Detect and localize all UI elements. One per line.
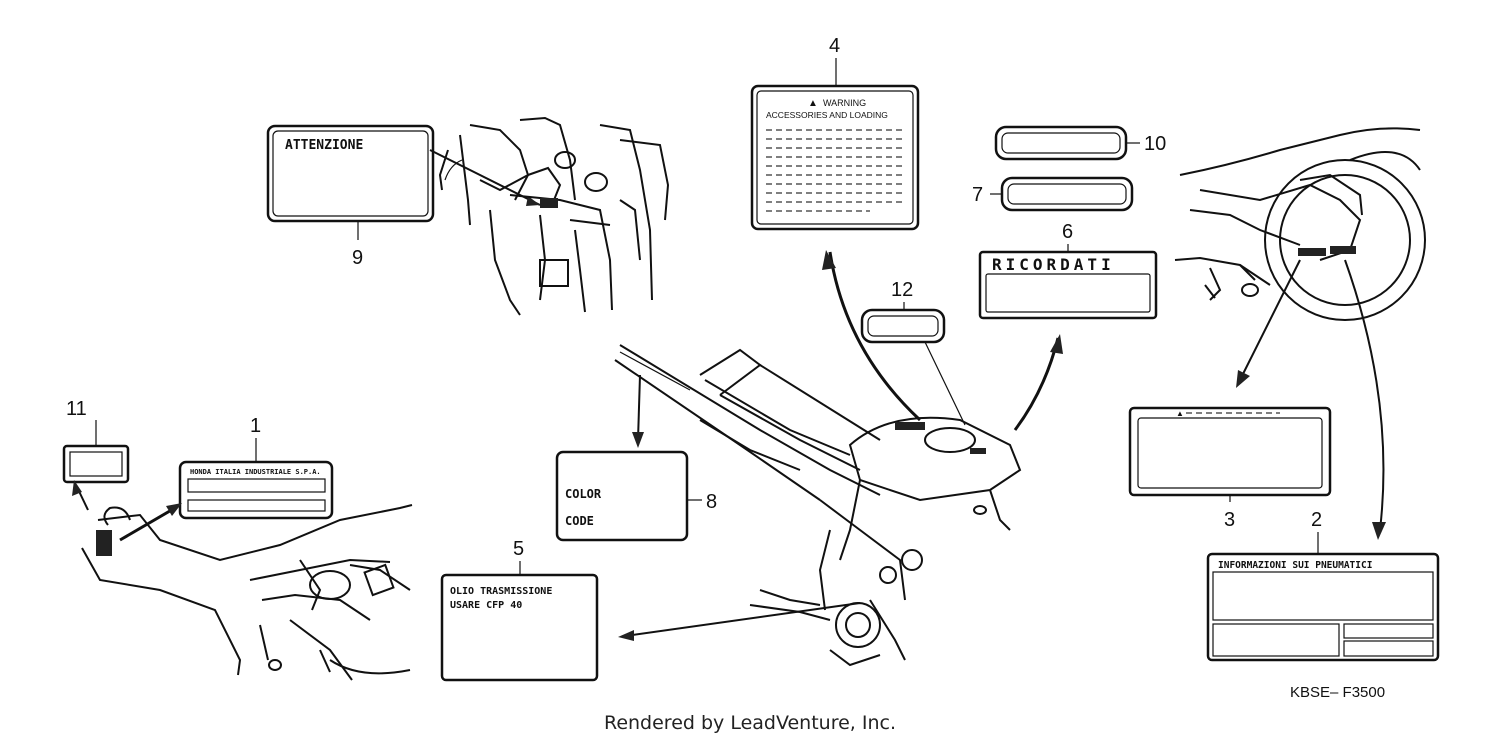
label-9-attenzione[interactable]: ATTENZIONE [266, 124, 435, 223]
attenzione-text: ATTENZIONE [285, 138, 363, 153]
label-4-warning[interactable]: ▲ WARNING ACCESSORIES AND LOADING [750, 84, 920, 231]
rear-frame-drawing [81, 504, 413, 681]
warning-title: WARNING [823, 98, 866, 108]
ricordati-text: RICORDATI [992, 255, 1115, 274]
callout-8: 8 [706, 491, 717, 513]
olio-line-2: USARE CFP 40 [450, 600, 522, 611]
color-text: COLOR [565, 487, 602, 501]
label-7[interactable] [1000, 176, 1134, 212]
pneumatic-text: INFORMAZIONI SUI PNEUMATICI [1218, 560, 1372, 571]
label-1-honda-italia[interactable]: HONDA ITALIA INDUSTRIALE S.P.A. [178, 460, 334, 520]
diagram-reference-code: KBSE– F3500 [1290, 684, 1386, 701]
callout-3: 3 [1224, 509, 1235, 531]
warning-subtitle: ACCESSORIES AND LOADING [766, 110, 888, 120]
handlebar-drawing [438, 116, 670, 316]
main-body-drawing [614, 344, 1022, 667]
label-12[interactable] [860, 308, 946, 344]
rear-wheel-drawing [1174, 127, 1426, 321]
callout-9: 9 [352, 247, 363, 269]
label-5-olio[interactable]: OLIO TRASMISSIONE USARE CFP 40 [440, 573, 599, 682]
label-8-color-code[interactable]: COLOR CODE [555, 450, 689, 542]
callout-5: 5 [513, 538, 524, 560]
label-10[interactable] [994, 125, 1128, 161]
footer-credit: Rendered by LeadVenture, Inc. [603, 712, 897, 734]
label-2-pneumatic[interactable]: INFORMAZIONI SUI PNEUMATICI [1206, 552, 1440, 662]
callout-2: 2 [1311, 509, 1322, 531]
label-3-warning-icon: ▲ [1176, 409, 1184, 418]
callout-1: 1 [250, 415, 261, 437]
label-6-ricordati[interactable]: RICORDATI [978, 250, 1158, 320]
callout-12: 12 [891, 279, 913, 301]
label-3[interactable]: ▲ [1128, 406, 1332, 497]
callout-11: 11 [66, 398, 87, 420]
callout-7: 7 [972, 184, 983, 206]
callout-4: 4 [829, 35, 840, 57]
callout-6: 6 [1062, 221, 1073, 243]
label-11[interactable] [62, 444, 130, 484]
callout-10: 10 [1144, 133, 1166, 155]
warning-triangle-icon: ▲ [808, 98, 818, 109]
olio-line-1: OLIO TRASMISSIONE [450, 586, 552, 597]
warning-body-lines [766, 129, 905, 212]
honda-italia-text: HONDA ITALIA INDUSTRIALE S.P.A. [190, 468, 321, 476]
code-text: CODE [565, 514, 594, 528]
